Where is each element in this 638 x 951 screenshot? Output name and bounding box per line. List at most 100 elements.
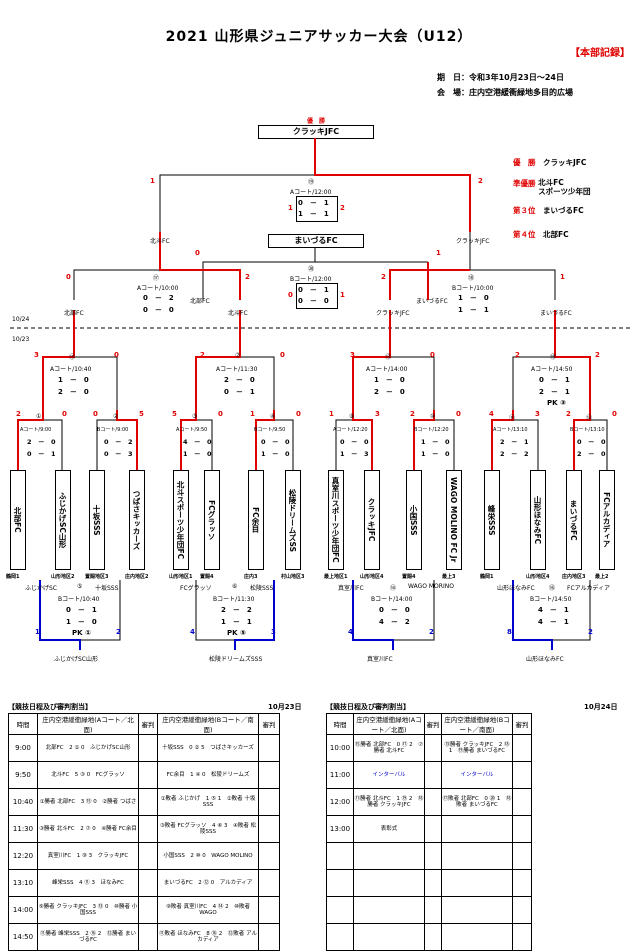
table-cell bbox=[138, 896, 158, 924]
r1-info: Aコート/12:20 bbox=[333, 427, 368, 433]
schedule24-table: 時間庄内空港緩衝緑地(Aコート／北面)審判庄内空港緩衝緑地(Bコート／南面)審判… bbox=[326, 713, 532, 951]
rank-2: 準優勝 北斗FC スポーツ少年団 bbox=[513, 178, 591, 196]
table-cell bbox=[424, 761, 442, 789]
table-cell: ⑪敗者 ほなみFC 8 ⑯ 2 ⑫敗者 アルカディア bbox=[157, 923, 259, 951]
column-header: 庄内空港緩衝緑地(Bコート／南面) bbox=[157, 713, 259, 735]
r1-half1: 2 － 1 bbox=[500, 438, 529, 446]
table-cell: 峰栄SSS 4 ⑪ 3 ほなみFC bbox=[37, 869, 139, 897]
table-row bbox=[326, 923, 532, 951]
qf-no: ⑮ bbox=[69, 354, 76, 361]
cons-info: Bコート/10:40 bbox=[58, 596, 100, 603]
cons-right-team: FCアルカディア bbox=[567, 585, 610, 592]
qf-info: Aコート/11:30 bbox=[216, 366, 258, 373]
table-cell: 12:00 bbox=[326, 788, 354, 816]
r1-half2: 1 － 0 bbox=[261, 450, 290, 458]
third-right-total: 1 bbox=[340, 291, 345, 299]
team-qualifier: 置賜4 bbox=[200, 574, 214, 580]
table-cell bbox=[138, 761, 158, 789]
r1-no: ⑨ bbox=[349, 413, 355, 420]
cons-left-total: 4 bbox=[190, 628, 195, 636]
r1-half1: 0 － 2 bbox=[104, 438, 133, 446]
third-half1: 0 － 1 bbox=[298, 286, 329, 294]
schedule23-title: 【競技日程及び審判割当】 bbox=[8, 703, 92, 711]
r1-half1: 0 － 0 bbox=[261, 438, 290, 446]
table-header-row: 時間庄内空港緩衝緑地(Aコート／北面)審判庄内空港緩衝緑地(Bコート／南面)審判 bbox=[8, 713, 280, 735]
team-name: 北斗スポーツ少年団FC bbox=[173, 470, 189, 570]
r1-right-total: 0 bbox=[218, 410, 223, 418]
cons-left-total: 1 bbox=[35, 628, 40, 636]
table-cell bbox=[512, 896, 532, 924]
column-header: 時間 bbox=[8, 713, 38, 735]
team-qualifier: 鶴岡1 bbox=[6, 574, 20, 580]
table-cell bbox=[258, 815, 280, 843]
team-qualifier: 庄内3 bbox=[244, 574, 258, 580]
final-info: Aコート/12:00 bbox=[290, 189, 332, 196]
column-header: 庄内空港緩衝緑地(Bコート／南面) bbox=[441, 713, 513, 735]
cons-left-team: 山形ほなみFC bbox=[497, 585, 535, 592]
table-cell: ⑬勝者 クラッキJFC 2 ⑱ 1 ⑲勝者 まいづるFC bbox=[441, 734, 513, 762]
table-cell: 十坂SSS 0 ② 5 つばさキッカーズ bbox=[157, 734, 259, 762]
final-right-team: クラッキJFC bbox=[456, 238, 490, 245]
team-qualifier: 最上2 bbox=[595, 574, 609, 580]
r1-right-total: 0 bbox=[296, 410, 301, 418]
third-info: Bコート/12:00 bbox=[290, 276, 332, 283]
table-cell: インターバル bbox=[441, 761, 513, 789]
table-cell bbox=[512, 761, 532, 789]
team-name: 真室川スポーツ少年団FC bbox=[328, 470, 344, 570]
semi1-info: Aコート/10:00 bbox=[137, 285, 179, 292]
cons-right-total: 2 bbox=[116, 628, 121, 636]
team-qualifier: 置賜地区3 bbox=[85, 574, 109, 580]
team-qualifier: 庄内地区3 bbox=[562, 574, 586, 580]
table-row bbox=[326, 869, 532, 897]
semi1-right-total: 2 bbox=[245, 273, 250, 281]
team-name: つばさキッカーズ bbox=[129, 470, 145, 570]
table-cell: 12:20 bbox=[8, 842, 38, 870]
table-cell bbox=[512, 788, 532, 816]
cons-winner: 松陵ドリームズSSS bbox=[209, 656, 263, 663]
table-row bbox=[326, 842, 532, 870]
cons-half1: 4 － 1 bbox=[538, 606, 569, 614]
qf-half2: 2 － 0 bbox=[58, 388, 89, 396]
third-half2: 0 － 0 bbox=[298, 297, 329, 305]
cons-winner: 山形ほなみFC bbox=[526, 656, 564, 663]
table-cell: ⑪勝者 北斗FC 1 ⑲ 2 ⑱勝者 クラッキJFC bbox=[353, 788, 425, 816]
cons-half1: 0 － 1 bbox=[66, 606, 97, 614]
r1-left-total: 0 bbox=[93, 410, 98, 418]
qf-left-total: 3 bbox=[350, 351, 355, 359]
table-cell: 北斗FC 5 ③ 0 FCグラッソ bbox=[37, 761, 139, 789]
table-cell bbox=[441, 896, 513, 924]
cons-half2: 1 － 0 bbox=[66, 618, 97, 626]
table-cell bbox=[424, 869, 442, 897]
cons-left-team: FCグラッソ bbox=[180, 585, 212, 592]
column-header: 審判 bbox=[512, 713, 532, 735]
table-cell bbox=[424, 842, 442, 870]
r1-left-total: 1 bbox=[250, 410, 255, 418]
table-cell: 13:00 bbox=[326, 815, 354, 843]
table-cell bbox=[441, 869, 513, 897]
qf-half1: 1 － 0 bbox=[374, 376, 405, 384]
cons-winner: 真室川FC bbox=[367, 656, 393, 663]
table-cell bbox=[258, 923, 280, 951]
column-header: 時間 bbox=[326, 713, 354, 735]
r1-right-total: 0 bbox=[62, 410, 67, 418]
team-name: FC余目 bbox=[248, 470, 264, 570]
schedule23-date: 10月23日 bbox=[268, 703, 302, 711]
team-name: FCグラッソ bbox=[204, 470, 220, 570]
table-cell: まいづるFC 2 ⑫ 0 アルカディア bbox=[157, 869, 259, 897]
qf-right-total: 0 bbox=[114, 351, 119, 359]
r1-info: Bコート/9:00 bbox=[97, 427, 129, 433]
table-cell bbox=[353, 896, 425, 924]
semi2-right-total: 1 bbox=[560, 273, 565, 281]
cons-pk: PK ① bbox=[72, 629, 91, 637]
table-cell bbox=[258, 896, 280, 924]
team-qualifier: 山形地区1 bbox=[169, 574, 193, 580]
table-cell: ③勝者 北斗FC 2 ⑦ 0 ④勝者 FC余目 bbox=[37, 815, 139, 843]
team-name: WAGO MOLINO FC Jr bbox=[446, 470, 462, 570]
semi2-right-team: まいづるFC bbox=[540, 310, 572, 317]
